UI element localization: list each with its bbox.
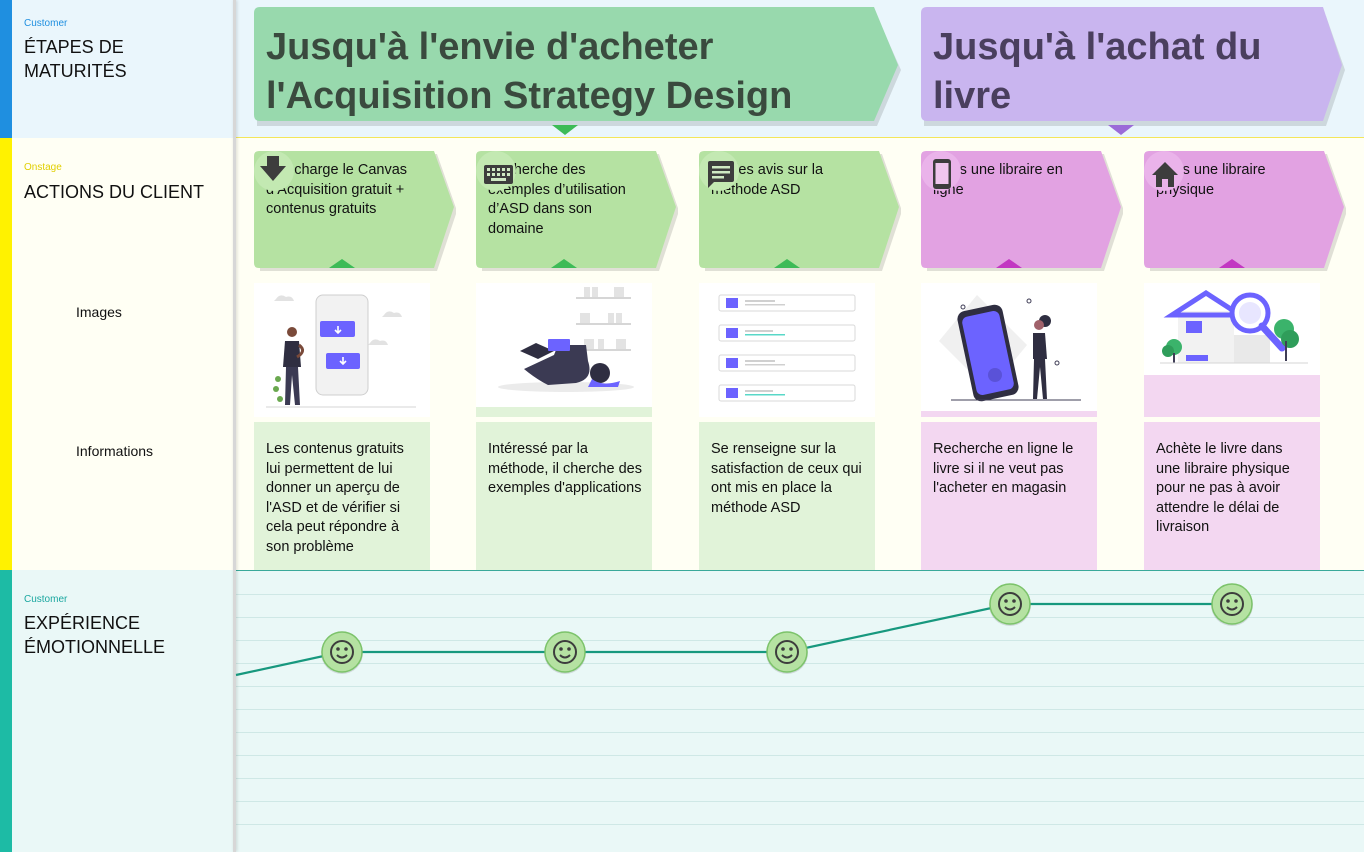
- emotion-gridline: [236, 709, 1364, 710]
- emotion-gridline: [236, 686, 1364, 687]
- smartphone-icon: [921, 151, 961, 191]
- stage-banner-envie[interactable]: Jusqu'à l'envie d'acheter l'Acquisition …: [254, 7, 902, 135]
- action-text: Recherche des exemples d’utilisation d’A…: [488, 162, 626, 237]
- keyboard-icon: [476, 151, 516, 191]
- stages-lane-accent: [0, 0, 12, 138]
- reviews-list-illustration: [718, 294, 856, 402]
- image-cell-read-reviews: [699, 283, 875, 417]
- info-cell-online-bookstore: Recherche en ligne le livre si il ne veu…: [921, 422, 1097, 570]
- action-card-shape: [1144, 151, 1346, 271]
- emotion-gridline: [236, 755, 1364, 756]
- action-card-download[interactable]: Télécharge le Canvas d’Acquisition gratu…: [254, 151, 456, 271]
- action-card-search-examples[interactable]: Recherche des exemples d’utilisation d’A…: [476, 151, 678, 271]
- actions-lane-accent: [0, 138, 12, 570]
- action-text: Télécharge le Canvas d’Acquisition gratu…: [266, 162, 408, 217]
- action-text: Lit des avis sur la méthode ASD: [711, 162, 824, 198]
- action-card-shape: [254, 151, 456, 271]
- info-cell-search-examples: Intéressé par la méthode, il cherche des…: [476, 422, 652, 570]
- image-strip: [921, 411, 1097, 417]
- home-icon: [1144, 151, 1184, 191]
- informations-sublane-label: Informations: [76, 443, 154, 459]
- emotion-curve: [235, 583, 1253, 677]
- actions-lane-tag: Onstage: [24, 162, 62, 173]
- image-cell-search-examples: [476, 283, 652, 417]
- emotion-gridline: [236, 824, 1364, 825]
- stage-banner-achat[interactable]: Jusqu'à l'achat du livre: [921, 7, 1346, 135]
- smiley-face-icon[interactable]: [1211, 583, 1253, 626]
- lane-label-divider[interactable]: [233, 0, 236, 852]
- stage-banner-shape: [254, 7, 901, 135]
- action-card-physical-bookstore[interactable]: Dans une libraire physique: [1144, 151, 1346, 271]
- house-search-illustration: [1160, 290, 1308, 364]
- emotion-gridline: [236, 778, 1364, 779]
- image-strip: [476, 407, 652, 417]
- action-card-shape: [476, 151, 678, 271]
- info-cell-read-reviews: Se renseigne sur la satisfaction de ceux…: [699, 422, 875, 570]
- image-strip: [1144, 375, 1320, 417]
- emotion-line: [235, 602, 1232, 677]
- smiley-face-icon[interactable]: [321, 631, 363, 674]
- smiley-face-icon[interactable]: [989, 583, 1031, 626]
- comment-icon: [699, 151, 739, 191]
- stage-title: Jusqu'à l'envie d'acheter l'Acquisition …: [266, 26, 793, 117]
- person-laptop-illustration: [498, 287, 634, 392]
- stage-banner-shape: [921, 7, 1345, 135]
- stage-title: Jusqu'à l'achat du livre: [933, 26, 1262, 117]
- emotion-gridline: [236, 594, 1364, 595]
- emotion-lane-title: EXPÉRIENCE ÉMOTIONNELLE: [24, 613, 166, 657]
- emotion-lane-accent: [0, 570, 12, 852]
- info-cell-download: Les contenus gratuits lui permettent de …: [254, 422, 430, 570]
- action-card-shape: [921, 151, 1123, 271]
- actions-lane-title: ACTIONS DU CLIENT: [24, 182, 205, 202]
- emotion-gridline: [236, 801, 1364, 802]
- lane-label-column: [12, 0, 234, 852]
- emotion-gridline: [236, 617, 1364, 618]
- image-cell-physical-bookstore: [1144, 283, 1320, 417]
- image-cell-download: [254, 283, 430, 417]
- stages-lane-title: ÉTAPES DE MATURITÉS: [24, 37, 127, 81]
- images-sublane-label: Images: [76, 304, 122, 320]
- image-cell-online-bookstore: [921, 283, 1097, 417]
- action-card-read-reviews[interactable]: Lit des avis sur la méthode ASD: [699, 151, 901, 271]
- info-cell-physical-bookstore: Achète le livre dans une libraire physiq…: [1144, 422, 1320, 570]
- emotion-lane-tag: Customer: [24, 594, 68, 605]
- action-card-online-bookstore[interactable]: Dans une libraire en ligne: [921, 151, 1123, 271]
- smiley-face-icon[interactable]: [766, 631, 808, 674]
- person-phone-illustration: [266, 294, 416, 408]
- woman-phone-illustration: [939, 295, 1081, 402]
- action-card-shape: [699, 151, 901, 271]
- smiley-face-icon[interactable]: [544, 631, 586, 674]
- stages-lane-tag: Customer: [24, 18, 68, 29]
- download-icon: [254, 151, 294, 191]
- emotion-gridline: [236, 732, 1364, 733]
